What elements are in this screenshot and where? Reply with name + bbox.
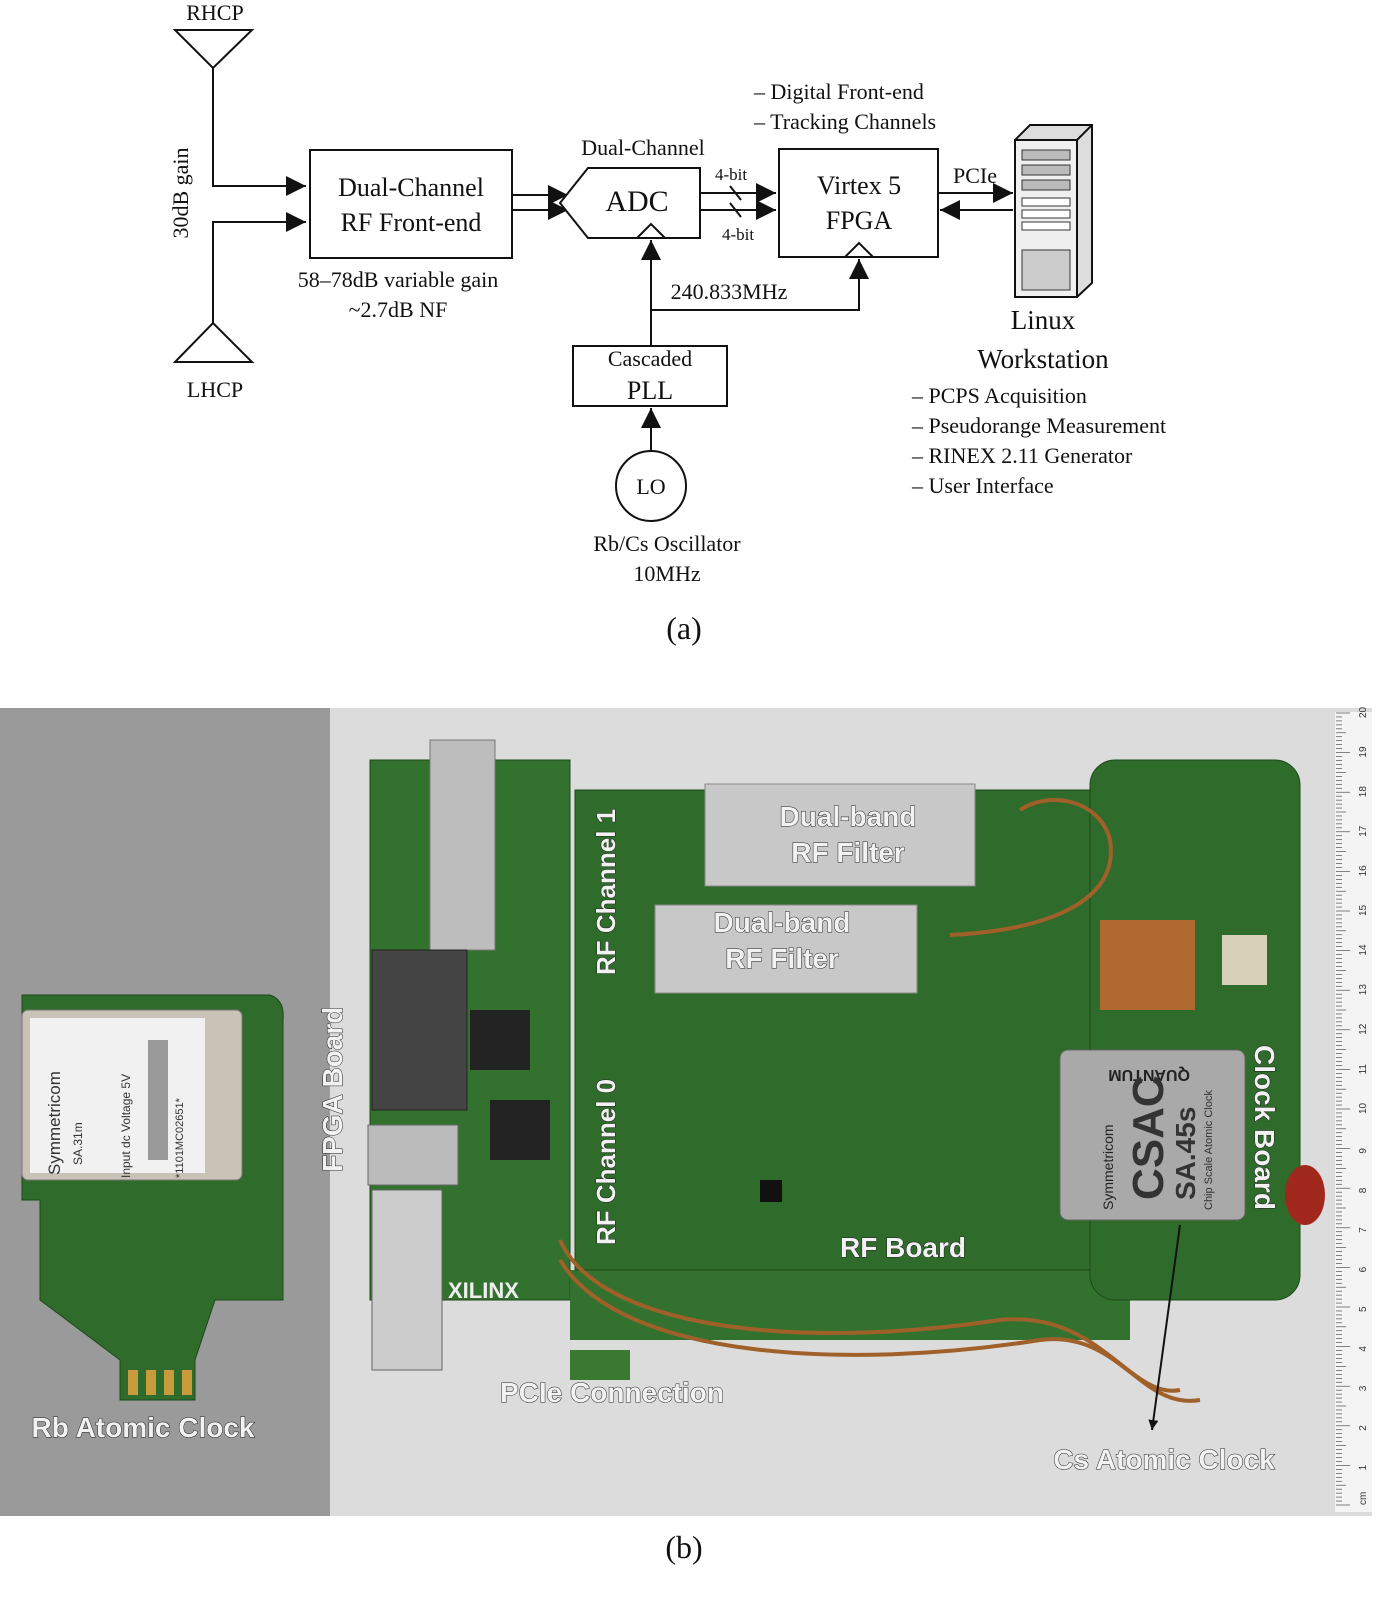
lo-label: LO <box>636 474 665 499</box>
rf-frontend-line1: Dual-Channel <box>338 173 484 202</box>
block-diagram: RHCP LHCP 30dB gain Dual-Channel RF Fron… <box>168 0 1166 646</box>
ruler-label: 18 <box>1358 786 1369 798</box>
rf-channel-0-label: RF Channel 0 <box>591 1079 621 1245</box>
clock-frequency-label: 240.833MHz <box>671 279 788 304</box>
ruler-label: 14 <box>1358 944 1369 956</box>
clock-board: QUANTUM Symmetricom CSAC SA.45s Chip Sca… <box>1059 759 1325 1301</box>
ruler-label: 20 <box>1358 706 1369 718</box>
rf-frontend-nf-note: ~2.7dB NF <box>349 297 448 322</box>
bit-width-top: 4-bit <box>715 165 747 184</box>
caption-b: (b) <box>665 1529 702 1565</box>
workstation-feature: – User Interface <box>911 473 1054 498</box>
lo-block: LO Rb/Cs Oscillator 10MHz <box>593 450 741 586</box>
fpga-block: – Digital Front-end – Tracking Channels … <box>753 79 939 258</box>
rf-board: Dual-band RF Filter Dual-band RF Filter … <box>574 783 1096 1271</box>
caption-a: (a) <box>666 610 702 646</box>
cs-clock-label: Cs Atomic Clock <box>1053 1444 1275 1475</box>
server-icon <box>1014 124 1093 298</box>
adc-label: ADC <box>605 185 668 218</box>
ruler-label: 13 <box>1358 984 1369 996</box>
rb-clock-label: Rb Atomic Clock <box>32 1412 255 1443</box>
fpga-line1: Virtex 5 <box>817 171 901 200</box>
fpga-board-label: FPGA Board <box>317 1007 348 1172</box>
pcie-label: PCIe <box>953 163 997 188</box>
coax-cables <box>558 798 1201 1403</box>
workstation-feature: – Pseudorange Measurement <box>911 413 1166 438</box>
ruler-label: 5 <box>1358 1306 1369 1312</box>
workstation-line1: Linux <box>1011 305 1076 335</box>
ruler-label: 11 <box>1358 1064 1369 1075</box>
workstation-feature: – RINEX 2.11 Generator <box>911 443 1133 468</box>
hardware-photo: Symmetricom SA.31m Input dc Voltage 5V *… <box>0 706 1372 1565</box>
ruler-label: 1 <box>1358 1464 1369 1470</box>
rhcp-label: RHCP <box>186 0 243 25</box>
fpga-board: FPGA Board XILINX <box>317 739 1130 1380</box>
pll-line2: PLL <box>627 376 673 405</box>
csac-maker: QUANTUM <box>1108 1066 1190 1083</box>
rf-channel-1-label: RF Channel 1 <box>591 809 621 975</box>
ruler-label: 3 <box>1358 1385 1369 1391</box>
ruler-label: 9 <box>1358 1148 1369 1154</box>
pll-block: Cascaded PLL <box>572 345 728 407</box>
rb-model: SA.31m <box>71 1122 85 1165</box>
rhcp-antenna: RHCP <box>172 0 306 196</box>
pll-line1: Cascaded <box>608 346 692 371</box>
ruler-label: 2 <box>1358 1425 1369 1431</box>
lhcp-label: LHCP <box>187 377 243 402</box>
adc-title: Dual-Channel <box>581 135 704 160</box>
rb-brand: Symmetricom <box>45 1071 64 1175</box>
clock-board-label: Clock Board <box>1249 1045 1280 1210</box>
filter2-label: RF Filter <box>725 943 839 974</box>
antenna-icon <box>172 321 255 363</box>
ruler-label: 4 <box>1358 1346 1369 1352</box>
antenna-gain-label: 30dB gain <box>168 147 193 238</box>
lhcp-antenna: LHCP <box>172 212 306 402</box>
oscillator-frequency: 10MHz <box>633 561 700 586</box>
bit-width-bottom: 4-bit <box>722 225 754 244</box>
fpga-feature: – Tracking Channels <box>753 109 936 134</box>
rb-voltage: Input dc Voltage 5V <box>119 1074 133 1178</box>
ruler-label: 7 <box>1358 1227 1369 1233</box>
filter2-label: Dual-band <box>714 907 851 938</box>
xilinx-logo-text: XILINX <box>448 1278 519 1303</box>
rb-atomic-clock: Symmetricom SA.31m Input dc Voltage 5V *… <box>21 994 284 1444</box>
rf-frontend-line2: RF Front-end <box>341 208 482 237</box>
csac-name: CSAC <box>1124 1075 1173 1200</box>
ruler-label: 16 <box>1358 865 1369 877</box>
ruler-label: 6 <box>1358 1266 1369 1272</box>
oscillator-label: Rb/Cs Oscillator <box>593 531 741 556</box>
workstation-line2: Workstation <box>977 344 1109 374</box>
fpga-line2: FPGA <box>826 206 893 235</box>
pcie-connection-label: PCIe Connection <box>500 1377 724 1408</box>
antenna-icon <box>172 29 255 70</box>
ruler-label: 12 <box>1358 1023 1369 1035</box>
workstation-block: Linux Workstation – PCPS Acquisition – P… <box>911 305 1166 498</box>
rf-board-label: RF Board <box>840 1232 966 1263</box>
filter1-label: Dual-band <box>780 801 917 832</box>
adc-block: Dual-Channel ADC <box>558 135 705 239</box>
fpga-feature: – Digital Front-end <box>753 79 924 104</box>
rb-serial: *1101MC02651* <box>174 1097 186 1178</box>
cs-clock-pointer <box>1148 1224 1181 1431</box>
filter1-label: RF Filter <box>791 837 905 868</box>
ruler-unit: cm <box>1358 1492 1369 1505</box>
rf-frontend-gain-note: 58–78dB variable gain <box>298 267 498 292</box>
ruler-label: 8 <box>1358 1187 1369 1193</box>
ruler-label: 17 <box>1358 825 1369 837</box>
csac-description: Chip Scale Atomic Clock <box>1203 1090 1215 1210</box>
workstation-feature: – PCPS Acquisition <box>911 383 1087 408</box>
csac-brand: Symmetricom <box>1100 1124 1116 1210</box>
ruler-label: 10 <box>1358 1102 1369 1114</box>
ruler-label: 15 <box>1358 904 1369 916</box>
rf-frontend-block: Dual-Channel RF Front-end 58–78dB variab… <box>298 149 513 322</box>
ruler-label: 19 <box>1358 746 1369 758</box>
csac-model: SA.45s <box>1170 1107 1201 1200</box>
